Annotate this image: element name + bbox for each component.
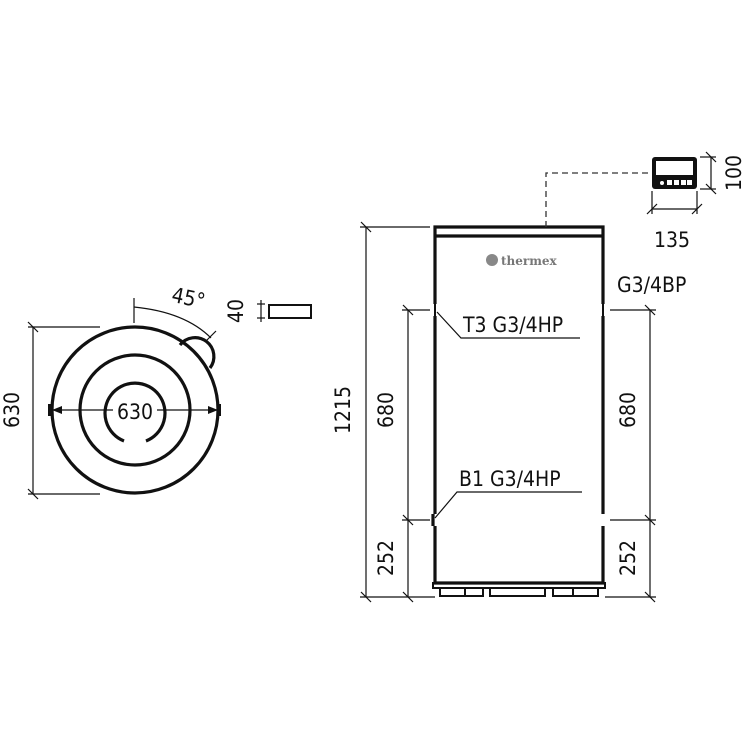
bracket-bump bbox=[178, 336, 216, 369]
tank-feet bbox=[439, 587, 599, 597]
controller: 135 100 bbox=[545, 151, 746, 252]
thermex-logo: thermex bbox=[486, 254, 558, 268]
right-dimensions bbox=[605, 304, 656, 603]
upper-connection-label: T3 G3/4HP bbox=[462, 313, 563, 337]
angle-arc bbox=[133, 306, 212, 339]
left-spacing-label: 680 bbox=[374, 392, 398, 428]
lower-leader bbox=[434, 491, 582, 519]
lower-connection-label: B1 G3/4HP bbox=[459, 467, 561, 491]
logo-text: thermex bbox=[501, 254, 558, 268]
angle-label: 45° bbox=[170, 283, 208, 313]
left-offset-label: 252 bbox=[374, 540, 398, 576]
bracket-profile bbox=[268, 304, 312, 319]
right-connection-label: G3/4BP bbox=[617, 273, 686, 297]
left-dimensions bbox=[360, 221, 435, 603]
side-tab-right bbox=[217, 404, 221, 416]
tank-body bbox=[433, 225, 605, 585]
right-spacing-label: 680 bbox=[616, 392, 640, 428]
side-tab-left bbox=[48, 404, 53, 416]
total-height-label: 1215 bbox=[331, 386, 355, 434]
plan-height-label: 630 bbox=[0, 392, 24, 428]
plan-view: 630 630 45° 40 bbox=[0, 283, 312, 500]
bracket-dim-label: 40 bbox=[224, 299, 248, 323]
diameter-label: 630 bbox=[117, 400, 153, 424]
upper-leader bbox=[436, 311, 580, 339]
control-cable bbox=[545, 172, 652, 227]
right-offset-label: 252 bbox=[616, 540, 640, 576]
controller-width-label: 135 bbox=[654, 228, 690, 252]
tank-inner-arc bbox=[103, 381, 167, 443]
front-view: thermex T3 G3/4HP B1 G3/4HP G3/4BP 1215 … bbox=[331, 221, 686, 603]
controller-height-label: 100 bbox=[722, 155, 746, 191]
